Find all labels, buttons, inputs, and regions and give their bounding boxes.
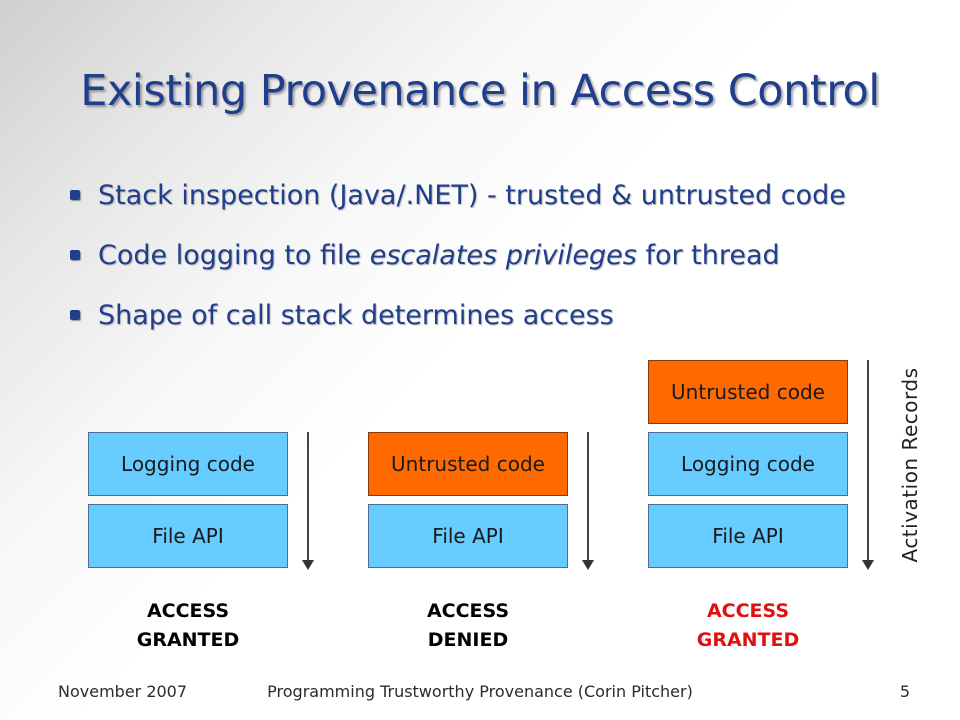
stack-frame-file-api: File API <box>368 504 568 568</box>
bullet-item: Shape of call stack determines access <box>70 300 614 331</box>
stack-frame-untrusted-code: Untrusted code <box>368 432 568 496</box>
bullet-marker-icon <box>70 190 80 200</box>
stack-direction-arrow-icon <box>298 432 318 570</box>
slide-title: Existing Provenance in Access Control <box>80 66 880 116</box>
bullet-item: Code logging to file escalates privilege… <box>70 240 780 271</box>
access-result-line: GRANTED <box>696 629 800 651</box>
bullet-text: Shape of call stack determines access <box>98 300 614 331</box>
access-result-line: DENIED <box>427 629 509 651</box>
access-result: ACCESS GRANTED <box>648 597 848 655</box>
stack-direction-arrow-icon <box>578 432 598 570</box>
bullet-item: Stack inspection (Java/.NET) - trusted &… <box>70 180 846 211</box>
access-result-line: ACCESS <box>426 600 510 622</box>
bullet-text-pre: Code logging to file <box>98 240 370 271</box>
bullet-text-emphasis: escalates privileges <box>369 240 637 271</box>
access-result-line: ACCESS <box>706 600 790 622</box>
access-result-line: GRANTED <box>136 629 240 651</box>
access-result-line: ACCESS <box>146 600 230 622</box>
bullet-marker-icon <box>70 250 80 260</box>
stack-frame-file-api: File API <box>648 504 848 568</box>
access-result: ACCESS DENIED <box>368 597 568 655</box>
stack-frame-file-api: File API <box>88 504 288 568</box>
stack-frame-logging-code: Logging code <box>88 432 288 496</box>
slide-number: 5 <box>899 682 910 701</box>
bullet-text-post: for thread <box>636 240 780 271</box>
stack-direction-arrow-icon <box>858 360 878 570</box>
footer-date: November 2007 <box>58 682 188 701</box>
bullet-text: Stack inspection (Java/.NET) - trusted &… <box>98 180 846 211</box>
access-result: ACCESS GRANTED <box>88 597 288 655</box>
footer-title: Programming Trustworthy Provenance (Cori… <box>267 682 693 701</box>
activation-records-label: Activation Records <box>898 367 922 563</box>
bullet-marker-icon <box>70 310 80 320</box>
stack-frame-untrusted-code: Untrusted code <box>648 360 848 424</box>
stack-frame-logging-code: Logging code <box>648 432 848 496</box>
